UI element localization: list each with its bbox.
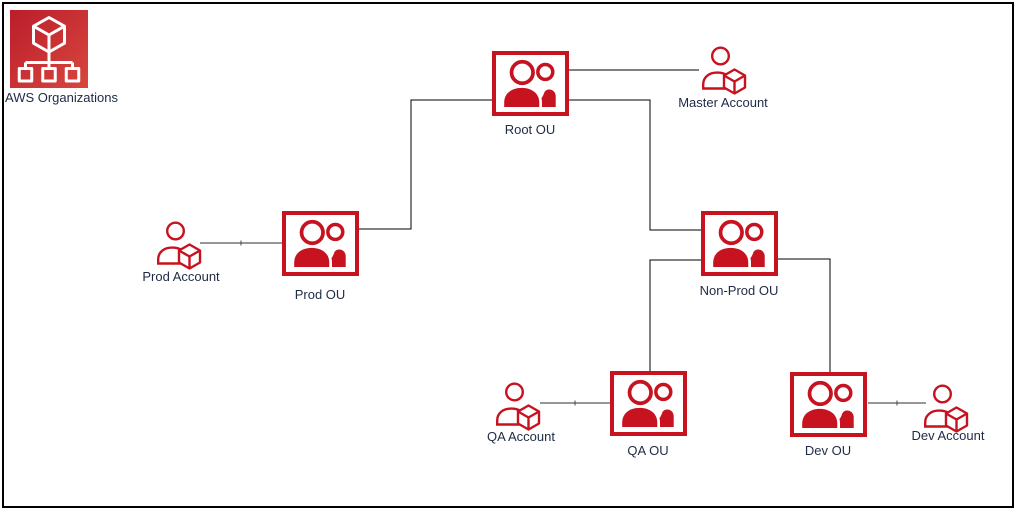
master-account-label: Master Account	[678, 95, 768, 110]
prod-account-label: Prod Account	[142, 269, 220, 284]
node-dev-ou	[790, 372, 867, 437]
edge-root-ou-to-prod-ou	[359, 99, 492, 230]
dev-ou-label: Dev OU	[804, 443, 852, 458]
person-cube-icon	[923, 384, 969, 434]
prod-ou-label: Prod OU	[294, 287, 346, 302]
node-non-prod-ou	[701, 211, 778, 276]
edge-root-ou-to-non-prod-ou	[569, 99, 701, 231]
organizations-cube-tree-icon	[10, 10, 88, 88]
node-prod-ou	[282, 211, 359, 276]
qa-ou-label: QA OU	[627, 443, 669, 458]
person-cube-icon	[701, 46, 747, 96]
edge-non-prod-ou-to-qa-ou	[649, 259, 701, 371]
aws-organizations-label: AWS Organizations	[5, 90, 118, 105]
node-master-account	[701, 46, 747, 96]
aws-organizations-icon	[10, 10, 88, 88]
person-cube-icon	[495, 382, 541, 432]
non-prod-ou-label: Non-Prod OU	[699, 283, 779, 298]
node-qa-ou	[610, 371, 687, 436]
node-dev-account	[923, 384, 969, 434]
node-root-ou	[492, 51, 569, 116]
dev-account-label: Dev Account	[911, 428, 985, 443]
root-ou-label: Root OU	[504, 122, 556, 137]
node-prod-account	[156, 221, 202, 271]
edge-non-prod-ou-to-dev-ou	[778, 258, 831, 372]
node-qa-account	[495, 382, 541, 432]
qa-account-label: QA Account	[487, 429, 555, 444]
person-cube-icon	[156, 221, 202, 271]
